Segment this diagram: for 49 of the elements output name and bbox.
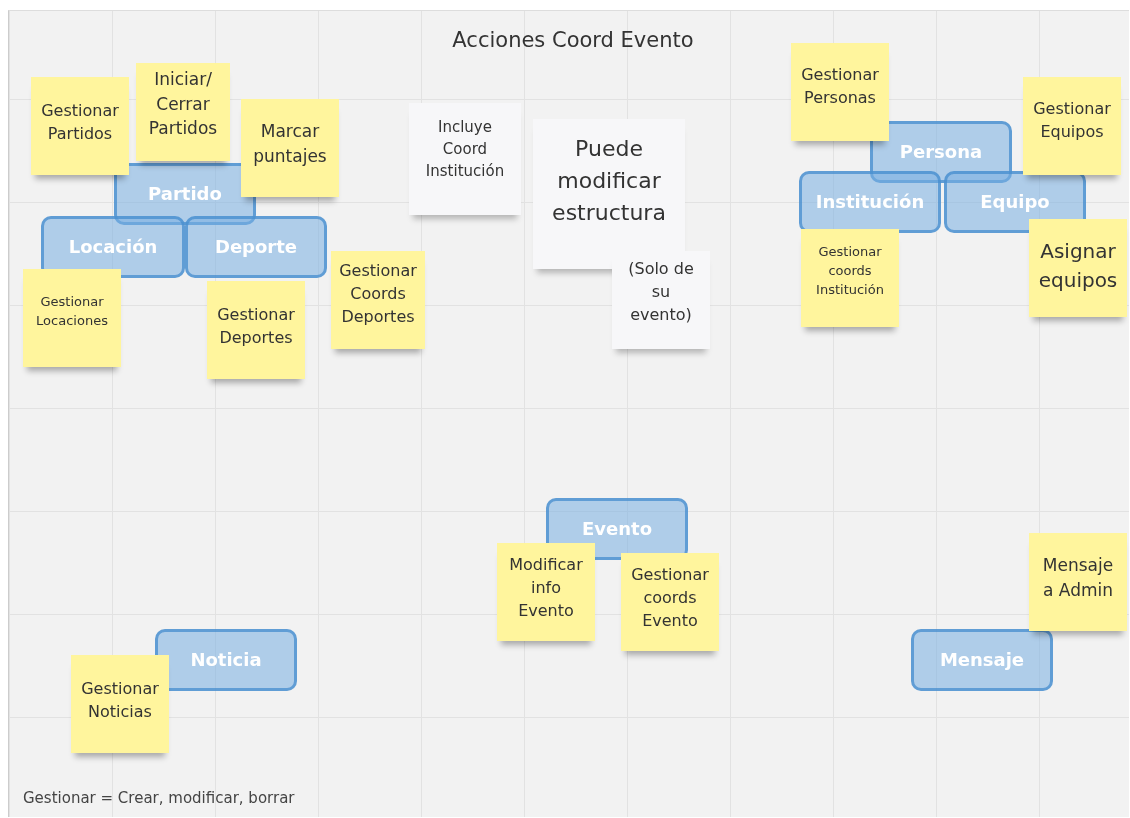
- sticky-note: [31, 77, 129, 175]
- entity-name: Locación: [68, 234, 158, 259]
- note-text: Iniciar/ Cerrar Partidos: [147, 68, 219, 141]
- sticky-note: [241, 99, 339, 197]
- note-text: Gestionar Partidos: [40, 100, 120, 146]
- note-text: Gestionar coords Evento: [630, 564, 710, 633]
- note-text: Gestionar Deportes: [216, 304, 296, 350]
- note-text: Gestionar coords Institución: [815, 243, 885, 299]
- entity-box: [799, 171, 941, 233]
- sticky-note: [136, 63, 230, 161]
- note-text: Asignar equipos: [1037, 238, 1119, 294]
- note-text: Gestionar Coords Deportes: [338, 260, 418, 329]
- entity-box: [114, 163, 256, 225]
- sticky-note: [621, 553, 719, 651]
- entity-name: Evento: [582, 516, 652, 541]
- sticky-note: [791, 43, 889, 141]
- sticky-note: [801, 229, 899, 327]
- note-text: Mensaje a Admin: [1041, 554, 1115, 602]
- sticky-note: [331, 251, 425, 349]
- note-text: (Solo de su evento): [628, 258, 694, 327]
- note-text: Gestionar Locaciones: [35, 293, 109, 330]
- entity-name: Partido: [148, 181, 222, 206]
- note-text: Gestionar Noticias: [80, 678, 160, 724]
- footnote: Gestionar = Crear, modificar, borrar: [23, 789, 295, 807]
- text-note: [409, 103, 521, 215]
- entity-box: [185, 216, 327, 278]
- note-text: Gestionar Personas: [800, 64, 880, 110]
- sticky-note: [71, 655, 169, 753]
- sticky-note: [1029, 533, 1127, 631]
- note-text: Incluye Coord Institución: [425, 117, 505, 182]
- note-text: Modificar info Evento: [508, 554, 584, 623]
- note-text: Puede modificar estructura: [551, 135, 667, 227]
- sticky-note: [23, 269, 121, 367]
- entity-name: Mensaje: [939, 647, 1025, 672]
- entity-name: Institución: [815, 189, 925, 214]
- entity-name: Noticia: [190, 647, 262, 672]
- entity-name: Equipo: [980, 189, 1050, 214]
- note-text: Marcar puntajes: [252, 120, 328, 168]
- entity-box: [870, 121, 1012, 183]
- sticky-note: [1023, 77, 1121, 175]
- entity-name: Persona: [899, 139, 983, 164]
- sticky-note: [497, 543, 595, 641]
- entity-name: Deporte: [214, 234, 298, 259]
- entity-box: [911, 629, 1053, 691]
- note-text: Gestionar Equipos: [1032, 98, 1112, 144]
- sticky-note: [1029, 219, 1127, 317]
- text-note: [612, 251, 710, 349]
- title: Acciones Coord Evento: [451, 28, 695, 52]
- sticky-note: [207, 281, 305, 379]
